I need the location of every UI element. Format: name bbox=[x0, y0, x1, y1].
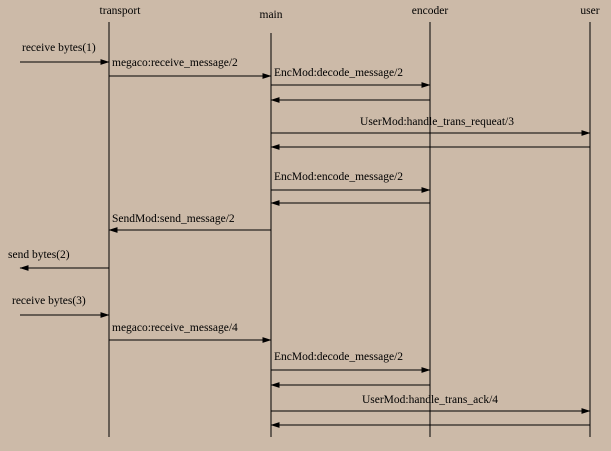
message-label-11: receive bytes(3) bbox=[12, 295, 86, 307]
message-label-5: UserMod:handle_trans_requeat/3 bbox=[360, 116, 514, 128]
message-label-7: EncMod:encode_message/2 bbox=[274, 171, 403, 183]
message-label-13: EncMod:decode_message/2 bbox=[274, 351, 403, 363]
lifeline-header-main: main bbox=[260, 9, 283, 21]
message-label-3: EncMod:decode_message/2 bbox=[274, 67, 403, 79]
message-label-10: send bytes(2) bbox=[8, 249, 70, 261]
lifeline-header-transport: transport bbox=[100, 5, 142, 17]
lifeline-header-encoder: encoder bbox=[412, 5, 449, 17]
message-label-9: SendMod:send_message/2 bbox=[112, 213, 235, 225]
message-label-2: megaco:receive_message/2 bbox=[112, 57, 238, 69]
lifeline-headers: transport main encoder user bbox=[100, 5, 600, 21]
messages: receive bytes(1) megaco:receive_message/2… bbox=[8, 42, 591, 428]
message-label-12: megaco:receive_message/4 bbox=[112, 322, 238, 334]
message-label-1: receive bytes(1) bbox=[22, 42, 96, 54]
lifeline-header-user: user bbox=[580, 5, 599, 17]
message-label-15: UserMod:handle_trans_ack/4 bbox=[362, 394, 498, 406]
